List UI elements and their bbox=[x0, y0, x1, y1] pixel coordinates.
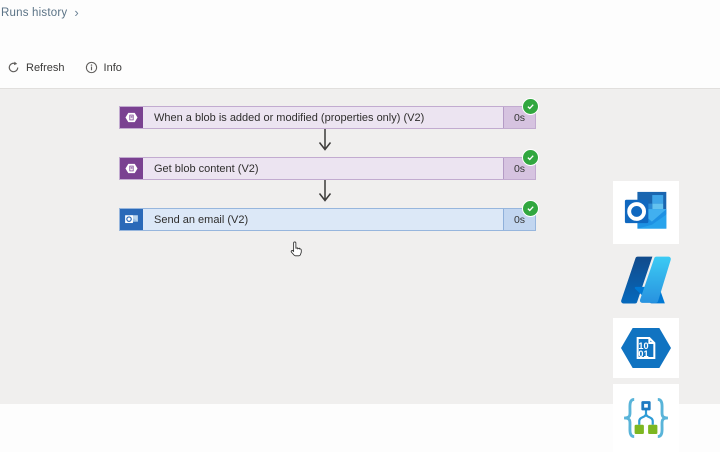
refresh-icon bbox=[7, 61, 20, 74]
toolbar: Refresh Info bbox=[7, 61, 122, 74]
flow-step-chip[interactable]: Get blob content (V2) 0s bbox=[119, 157, 536, 180]
connector-arrow-down-icon bbox=[317, 180, 333, 211]
flow-step-when-blob-added[interactable]: When a blob is added or modified (proper… bbox=[119, 98, 539, 129]
refresh-label: Refresh bbox=[26, 61, 65, 74]
step-title: Get blob content (V2) bbox=[154, 162, 259, 175]
refresh-button[interactable]: Refresh bbox=[7, 61, 65, 74]
breadcrumb-chevron-icon: › bbox=[74, 5, 79, 20]
mouse-cursor-icon bbox=[288, 240, 303, 262]
azure-blob-storage-icon bbox=[120, 107, 143, 128]
office365-outlook-icon bbox=[120, 209, 143, 230]
flow-step-send-email[interactable]: Send an email (V2) 0s bbox=[119, 200, 539, 231]
connector-arrow-down-icon bbox=[317, 129, 333, 160]
azure-blob-storage-icon bbox=[120, 158, 143, 179]
run-designer-canvas: When a blob is added or modified (proper… bbox=[0, 89, 720, 452]
info-button[interactable]: Info bbox=[85, 61, 122, 74]
blob-storage-logo: 10 01 bbox=[613, 318, 679, 378]
flow-step-chip[interactable]: Send an email (V2) 0s bbox=[119, 208, 536, 231]
blob-doc-text-line1: 10 bbox=[638, 341, 648, 351]
outlook-logo bbox=[613, 181, 679, 244]
status-succeeded-icon bbox=[522, 98, 539, 115]
azure-logo bbox=[613, 249, 679, 311]
flow-step-chip[interactable]: When a blob is added or modified (proper… bbox=[119, 106, 536, 129]
info-label: Info bbox=[103, 61, 122, 74]
step-title: Send an email (V2) bbox=[154, 213, 249, 226]
breadcrumb[interactable]: Runs history › bbox=[1, 6, 79, 19]
breadcrumb-runs-history[interactable]: Runs history bbox=[1, 6, 68, 19]
status-succeeded-icon bbox=[522, 200, 539, 217]
flow-step-get-blob-content[interactable]: Get blob content (V2) 0s bbox=[119, 149, 539, 180]
top-bar: Runs history › Refresh Info bbox=[0, 0, 720, 89]
blob-doc-text-line2: 01 bbox=[638, 349, 648, 359]
step-title: When a blob is added or modified (proper… bbox=[154, 111, 425, 124]
info-icon bbox=[85, 61, 98, 74]
logic-apps-logo bbox=[613, 384, 679, 452]
status-succeeded-icon bbox=[522, 149, 539, 166]
